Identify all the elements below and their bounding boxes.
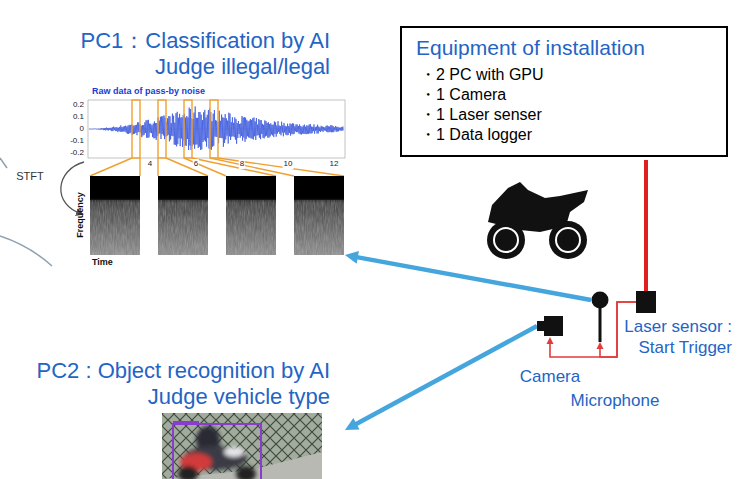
camera-photo [173, 424, 261, 479]
tick-label: 6 [193, 159, 199, 169]
spectrogram [226, 176, 276, 255]
camera-photo [162, 413, 322, 479]
node-text: ・2 PC with GPU [416, 65, 714, 85]
spectrogram [158, 176, 208, 255]
node-text: Start Trigger [638, 337, 732, 358]
stft-window [210, 158, 344, 176]
connector-line [353, 326, 537, 426]
process-label: STFT [16, 170, 44, 183]
process-group: PC1：Classification by AIJudge illegal/le… [20, 26, 345, 290]
tick-label: 0 [79, 124, 85, 134]
camera-device: Camera [537, 315, 563, 337]
microphone-icon [591, 291, 609, 342]
camera-photo [224, 447, 244, 457]
stft-window [158, 100, 166, 158]
camera-icon [544, 316, 563, 336]
stft-window [210, 100, 218, 158]
node-title: Camera [490, 367, 610, 387]
spectrogram [90, 200, 140, 255]
laser-sensor-icon [636, 291, 656, 313]
motorcycle-silhouette [563, 235, 573, 245]
node-text: ・1 Camera [416, 85, 714, 105]
microphone-icon [599, 307, 602, 342]
motorcycle-silhouette [501, 235, 511, 245]
stft-window [184, 100, 192, 158]
node-title: PC2 : Object recognition by AI [20, 358, 345, 384]
laser-sensor-icon [636, 291, 656, 313]
node-text: Judge illegal/legal [20, 54, 345, 80]
axis-label: Time [92, 257, 113, 268]
arrow-head [345, 418, 360, 430]
equipment-box: Equipment of installation・2 PC with GPU・… [400, 26, 728, 157]
stft-window [158, 158, 208, 176]
arrow-head [345, 251, 359, 264]
camera-icon [537, 315, 563, 337]
stft-window [184, 158, 276, 176]
node-title: Equipment of installation [416, 34, 714, 62]
side-bracket [0, 158, 52, 266]
motorcycle-silhouette [487, 221, 525, 259]
spectrogram [294, 176, 344, 255]
node-text: ・1 Data logger [416, 125, 714, 145]
node-title: Microphone [515, 391, 715, 411]
node-text: Judge vehicle type [20, 384, 345, 410]
spectrogram [90, 200, 344, 255]
motorcycle-silhouette [549, 221, 587, 259]
arrow-head [597, 342, 604, 349]
tick-label: 10 [283, 159, 294, 169]
tick-label: 0.1 [72, 112, 85, 122]
tick-label: 4 [147, 159, 153, 169]
tick-label: 0.2 [72, 100, 85, 110]
camera-photo [178, 426, 256, 479]
plot-title: Raw data of pass-by noise [92, 86, 205, 97]
tick-label: 12 [329, 159, 340, 169]
process-group: PC2 : Object recognition by AIJudge vehi… [20, 355, 345, 479]
connector [345, 326, 537, 430]
laser-sensor-device: Laser sensor :Start Trigger [636, 291, 656, 313]
node-title: PC1：Classification by AI [20, 28, 345, 54]
tick-label: -0.1 [69, 136, 85, 146]
waveform [89, 106, 343, 150]
waveform-plot [88, 100, 345, 176]
spectrogram [90, 176, 344, 255]
connector-line [354, 257, 591, 300]
stft-window [90, 100, 344, 176]
microphone-device: Microphone [591, 291, 609, 342]
plot-axes [88, 100, 345, 158]
microphone-icon [592, 292, 609, 309]
stft-window [90, 158, 140, 176]
motorcycle-silhouette [556, 228, 580, 252]
arrow-head [547, 337, 554, 344]
camera-photo [178, 466, 198, 479]
camera-photo [173, 421, 199, 425]
spectrogram [158, 200, 208, 255]
motorcycle-silhouette [487, 182, 588, 259]
stft-window [132, 100, 140, 158]
spectrogram [294, 200, 344, 255]
side-bracket [0, 236, 52, 266]
side-bracket [0, 158, 7, 168]
node-text: ・1 Laser senser [416, 105, 714, 125]
motorcycle-silhouette [494, 228, 518, 252]
axis-label: Frequency [75, 192, 86, 238]
node-title: Laser sensor : [624, 316, 732, 337]
laser-beam [644, 160, 648, 291]
spectrogram [90, 176, 140, 255]
connector [345, 251, 591, 300]
camera-photo [236, 466, 256, 479]
tick-label: -0.2 [69, 148, 85, 158]
spectrogram [226, 200, 276, 255]
tick-label: 8 [239, 159, 245, 169]
camera-icon [537, 321, 546, 331]
